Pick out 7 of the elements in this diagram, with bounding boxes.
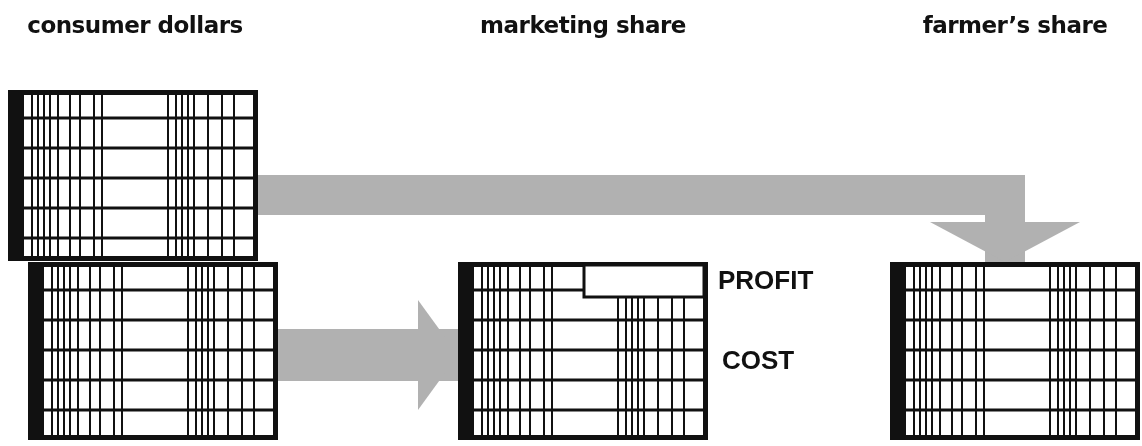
bill-part-label: PROFIT — [718, 265, 814, 296]
bill-part-label: COST — [722, 345, 795, 376]
arrow — [258, 175, 1080, 262]
column-heading: farmer’s share — [922, 12, 1108, 38]
column-heading: consumer dollars — [27, 12, 243, 38]
arrow — [278, 300, 458, 410]
column-heading: marketing share — [480, 12, 686, 38]
